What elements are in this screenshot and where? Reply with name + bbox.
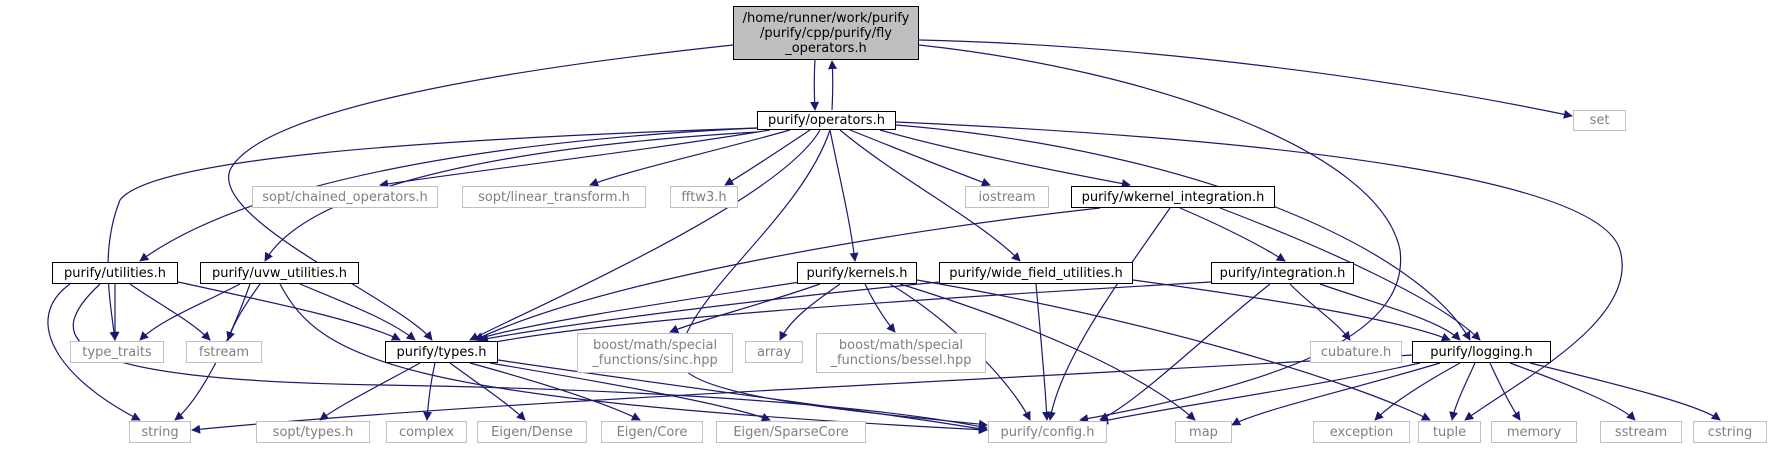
dependency-edges [47,39,1721,435]
node-fly-operators: /home/runner/work/purify /purify/cpp/pur… [733,6,919,60]
edge-types-to-sopt-types [319,362,421,421]
node-kernels[interactable]: purify/kernels.h [797,262,917,284]
edge-operators-to-utilities [139,127,758,262]
edge-operators-to-wkernel [879,129,1131,188]
edge-types-to-complex [423,362,436,421]
node-memory: memory [1491,421,1577,443]
node-map: map [1175,421,1232,443]
node-string: string [129,421,191,443]
edge-integration-to-cubature [1289,283,1351,341]
node-fftw3: fftw3.h [670,186,738,208]
edge-wkernel-to-logging [1219,207,1481,341]
node-fstream: fstream [186,341,262,363]
edge-wide-to-logging [1132,279,1451,342]
edge-integration-to-config [1099,283,1271,421]
node-cstring: cstring [1693,421,1767,443]
edge-wide-to-config [1035,283,1052,421]
edge-utilities-to-fstream [129,283,211,341]
edge-logging-to-sstream [1509,362,1636,421]
edge-fly-to-operators [810,59,820,111]
edge-logging-to-string [191,354,1413,434]
edge-operators-to-fftw3 [724,129,811,186]
node-set: set [1573,110,1626,131]
node-array: array [745,341,803,363]
edge-kernels-to-array [779,283,841,341]
edge-operators-to-kernels [829,129,859,262]
node-wkernel-integration[interactable]: purify/wkernel_integration.h [1071,186,1275,208]
edge-wkernel-to-config [1046,207,1171,421]
edge-operators-to-logging [895,124,1471,341]
edge-operators-to-fly [828,60,838,111]
edge-operators-to-types [469,129,821,341]
edge-logging-to-tuple [1449,362,1476,421]
edge-types-to-sparsecore [489,362,771,422]
edge-kernels-to-bessel [864,283,896,333]
edge-types-to-dense [449,362,526,421]
edge-utilities-to-config [72,283,988,431]
edge-operators-to-type-traits [107,127,758,341]
node-eigen-core: Eigen/Core [601,421,703,443]
edge-logging-to-config [1099,362,1421,425]
edge-logging-to-map [1231,362,1441,426]
edge-types-to-core [469,362,641,421]
edge-fly-to-set [918,39,1573,119]
node-type-traits: type_traits [70,341,164,363]
node-logging[interactable]: purify/logging.h [1412,341,1551,363]
node-utilities[interactable]: purify/utilities.h [52,262,178,284]
edge-uvw-to-types [299,283,416,341]
node-chained-operators: sopt/chained_operators.h [252,186,438,208]
edge-fly-to-config [918,44,1402,423]
edge-integration-to-logging [1319,283,1461,341]
node-complex: complex [386,421,467,443]
node-uvw-utilities[interactable]: purify/uvw_utilities.h [200,262,359,284]
node-iostream: iostream [965,186,1049,208]
node-bessel: boost/math/special _functions/bessel.hpp [816,333,986,373]
edge-kernels-to-tuple [916,279,1431,421]
node-tuple: tuple [1418,421,1481,443]
edge-operators-to-tuple [895,121,1623,421]
node-sopt-types: sopt/types.h [256,421,370,443]
node-eigen-sparsecore: Eigen/SparseCore [716,421,866,443]
edge-utilities-to-types [177,281,401,341]
node-types[interactable]: purify/types.h [385,341,498,363]
edge-uvw-to-type-traits [139,283,241,341]
node-wide-field-utilities[interactable]: purify/wide_field_utilities.h [939,262,1133,284]
node-sinc: boost/math/special _functions/sinc.hpp [577,333,733,373]
edge-operators-to-chained [379,129,771,189]
node-exception: exception [1313,421,1410,443]
edge-wkernel-to-types [474,207,1101,341]
edge-operators-to-linear [589,129,791,187]
edge-operators-to-iostream [849,129,991,187]
edge-logging-to-memory [1489,362,1521,421]
node-operators[interactable]: purify/operators.h [757,111,896,130]
edge-utilities-to-string [47,283,141,421]
edge-uvw-to-string [174,283,251,421]
edge-wide-to-types [479,281,941,343]
edge-uvw-to-fstream [226,283,261,341]
edge-kernels-to-types [474,281,801,342]
node-sstream: sstream [1600,421,1682,443]
node-config: purify/config.h [988,421,1107,443]
edge-operators-to-uvw [264,131,758,262]
edge-kernels-to-sinc [669,283,821,334]
node-linear-transform: sopt/linear_transform.h [462,186,646,208]
edge-integration-to-types [479,281,1212,348]
edge-operators-to-wide [839,129,1021,262]
edge-wkernel-to-integration [1179,207,1286,262]
edge-logging-to-exception [1374,362,1461,421]
edge-logging-to-cstring [1529,362,1721,421]
edge-kernels-to-map [899,283,1196,421]
node-eigen-dense: Eigen/Dense [477,421,587,443]
node-integration[interactable]: purify/integration.h [1211,262,1354,284]
node-cubature: cubature.h [1310,341,1402,363]
